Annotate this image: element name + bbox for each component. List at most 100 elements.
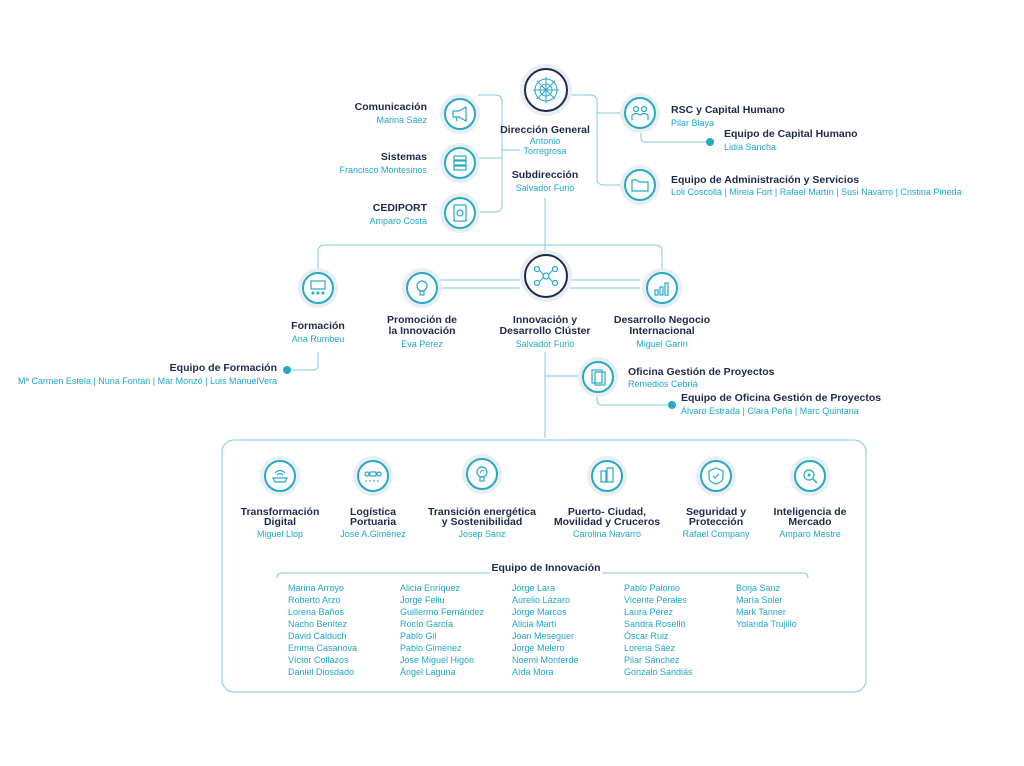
team-member: Óscar Ruiz	[624, 631, 669, 641]
oficina-team-dot	[668, 401, 676, 409]
team-member: Aída Mora	[512, 667, 554, 677]
cediport-node[interactable]	[440, 193, 480, 233]
server-icon	[453, 155, 467, 171]
rsc-title: RSC y Capital Humano	[671, 104, 785, 116]
promocion-node[interactable]	[402, 268, 442, 308]
area-node	[462, 454, 502, 494]
network-icon	[533, 265, 559, 287]
classroom-icon	[310, 280, 326, 295]
shield-check-icon	[708, 467, 724, 485]
innovacion-title2: Desarrollo Clúster	[499, 325, 591, 337]
area-title1: Transición energética	[428, 506, 536, 518]
document-search-icon	[453, 204, 467, 222]
area-title2: y Sostenibilidad	[441, 516, 523, 528]
cediport-name: Amparo Costa	[369, 216, 427, 226]
oficina-name: Remedios Cebriá	[628, 379, 698, 389]
team-member: Jorge Melero	[512, 643, 565, 653]
team-member: Borja Sanz	[736, 583, 781, 593]
formacion-team-names: Mª Carmen Estela | Nuria Fontán | Mar Mo…	[18, 376, 277, 386]
team-member: Pablo Giménez	[400, 643, 462, 653]
area-title1: Logística	[349, 506, 397, 518]
area-lead: Josep Sanz	[458, 529, 506, 539]
team-member: María Soler	[736, 595, 783, 605]
comunicacion-title: Comunicación	[354, 101, 427, 113]
oficina-team-title: Equipo de Oficina Gestión de Proyectos	[681, 392, 882, 404]
area-lead: Amparo Mestre	[779, 529, 841, 539]
formacion-node[interactable]	[298, 268, 338, 308]
innovacion-name: Salvador Furió	[515, 339, 575, 349]
rsc-name: Pilar Blaya	[671, 118, 715, 128]
oficina-team-names: Álvaro Estrada | Clara Peña | Marc Quint…	[681, 406, 859, 416]
area-title2: Digital	[263, 516, 297, 528]
growth-chart-icon	[654, 282, 669, 296]
team-member: Pablo Palomo	[624, 583, 681, 593]
compass-rose-icon	[533, 77, 559, 103]
oficina-node[interactable]	[578, 357, 618, 397]
capital-team-dot	[706, 138, 714, 146]
area-node	[696, 456, 736, 496]
desarrollo-title2: Internacional	[629, 325, 695, 337]
rsc-node[interactable]	[620, 93, 660, 133]
area-title1: Inteligencia de	[773, 506, 847, 518]
folder-icon	[631, 179, 649, 192]
team-member: David Calduch	[288, 631, 347, 641]
area-title1: Transformación	[240, 506, 320, 518]
desarrollo-node[interactable]	[642, 268, 682, 308]
area-node	[790, 456, 830, 496]
digital-ship-icon	[272, 469, 288, 483]
admin-names: Loli Coscollá | Mireia Fort | Rafael Mar…	[671, 187, 962, 197]
comunicacion-node[interactable]	[440, 94, 480, 134]
team-member: Daniel Diosdado	[288, 667, 355, 677]
area-title2: Mercado	[788, 516, 832, 528]
oficina-title: Oficina Gestión de Proyectos	[628, 366, 775, 378]
innovacion-node[interactable]	[520, 250, 572, 302]
team-member: Alicia Enríquez	[400, 583, 461, 593]
area-lead: Rafael Company	[682, 529, 750, 539]
subdireccion-title: Subdirección	[511, 169, 579, 181]
direccion-general-node[interactable]	[520, 64, 572, 116]
team-member: Lorena Sáez	[624, 643, 676, 653]
team-member: Yolanda Trujillo	[736, 619, 797, 629]
area-node	[260, 456, 300, 496]
area-title2: Protección	[688, 516, 744, 528]
promocion-title1: Promoción de	[386, 314, 458, 326]
formacion-team-title: Equipo de Formación	[169, 362, 277, 374]
admin-node[interactable]	[620, 165, 660, 205]
team-member: Pilar Sánchez	[624, 655, 680, 665]
promocion-title2: la Innovación	[388, 325, 456, 337]
direccion-general-name2: Torregrosa	[523, 146, 567, 156]
equipo-innovacion-title: Equipo de Innovación	[491, 562, 601, 574]
sistemas-node[interactable]	[440, 143, 480, 183]
team-member: Pablo Gil	[400, 631, 437, 641]
area-lead: Carolina Navarro	[572, 529, 642, 539]
documents-icon	[591, 369, 606, 386]
admin-title: Equipo de Administración y Servicios	[671, 174, 860, 186]
people-icon	[631, 105, 649, 120]
team-member: Guillermo Fernández	[400, 607, 485, 617]
sistemas-title: Sistemas	[380, 151, 427, 163]
megaphone-icon	[452, 105, 467, 123]
area-title1: Puerto- Ciudad,	[567, 506, 647, 518]
sistemas-name: Francisco Montesinos	[339, 165, 427, 175]
formacion-title: Formación	[291, 320, 345, 332]
team-member: Nacho Benítez	[288, 619, 348, 629]
capital-team-name: Lidia Sancha	[724, 142, 777, 152]
team-member: Mark Tanner	[736, 607, 786, 617]
team-member: Sandra Roselló	[624, 619, 686, 629]
area-node	[353, 456, 393, 496]
desarrollo-name: Miguel Garín	[636, 339, 688, 349]
area-lead: Miguel Llop	[256, 529, 304, 539]
formacion-name: Ana Rumbeu	[291, 334, 345, 344]
team-member: Jorge Lara	[512, 583, 556, 593]
team-member: Aurelio Lázaro	[512, 595, 571, 605]
direccion-general-title: Dirección General	[500, 124, 590, 136]
area-title2: Movilidad y Cruceros	[553, 516, 661, 528]
subdireccion-name: Salvador Furió	[515, 183, 575, 193]
city-icon	[600, 467, 614, 483]
comunicacion-name: Marina Sáez	[376, 115, 427, 125]
team-member: Ángel Laguna	[400, 667, 456, 677]
